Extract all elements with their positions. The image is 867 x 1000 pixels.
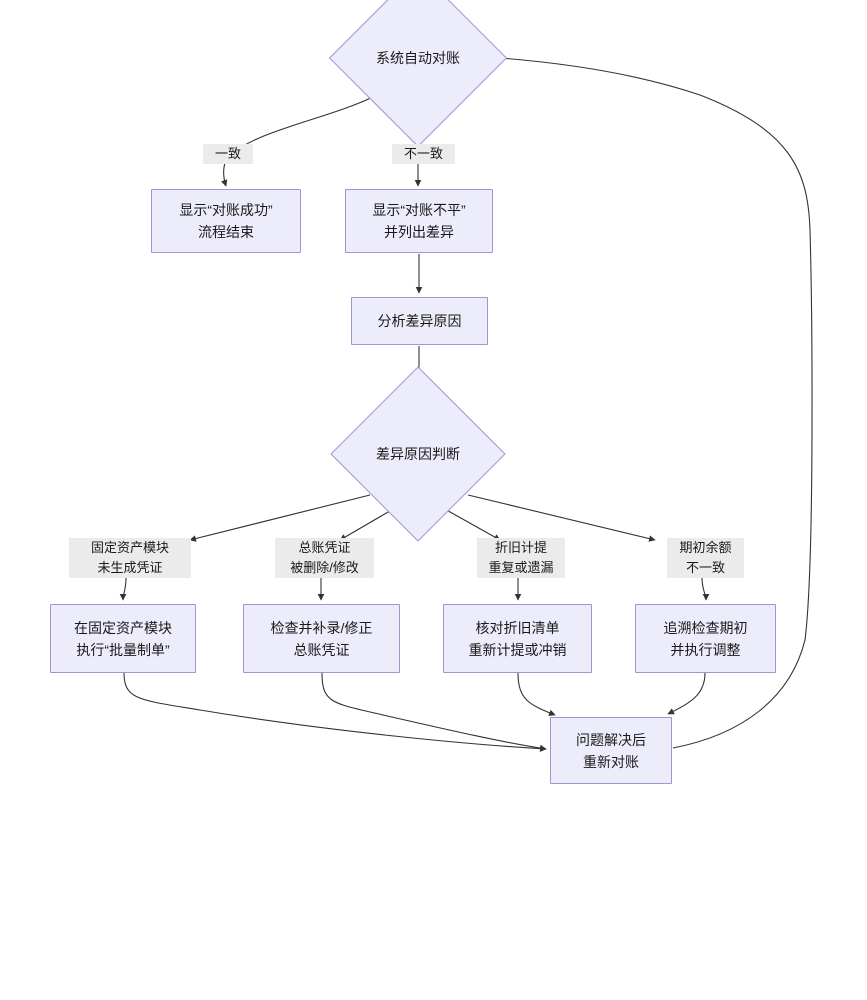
edge-cause-to-branch1 [189, 494, 371, 542]
edge-label-cause1: 固定资产模块 未生成凭证 [69, 538, 191, 578]
edge-label-match: 一致 [203, 144, 253, 164]
edge-label1-to-action1 [119, 577, 127, 601]
edge-cause-to-branch2 [339, 507, 396, 541]
node-branch1-action[interactable]: 在固定资产模块 执行“批量制单” [50, 604, 196, 673]
node-cause-decision-label: 差异原因判断 [376, 446, 460, 462]
node-start-decision[interactable]: 系统自动对账 [328, 0, 508, 148]
edge-label-cause2: 总账凭证 被删除/修改 [275, 538, 374, 578]
node-analyze-label: 分析差异原因 [377, 313, 462, 329]
edge-action4-to-recheck [667, 672, 706, 715]
node-branch3-action-label: 核对折旧清单 重新计提或冲销 [468, 619, 567, 658]
edge-action2-to-recheck [321, 672, 547, 752]
node-analyze[interactable]: 分析差异原因 [351, 297, 488, 345]
node-cause-decision[interactable]: 差异原因判断 [330, 366, 506, 542]
node-branch1-action-label: 在固定资产模块 执行“批量制单” [74, 619, 172, 658]
edge-recheck-to-start [486, 54, 813, 749]
node-mismatch-label: 显示“对账不平” 并列出差异 [372, 202, 466, 240]
edge-label-mismatch: 不一致 [392, 144, 455, 164]
edge-label-cause4: 期初余额 不一致 [667, 538, 744, 578]
node-branch4-action-label: 追溯检查期初 并执行调整 [663, 619, 748, 658]
edge-cause-to-branch4 [467, 494, 656, 542]
node-recheck-label: 问题解决后 重新对账 [576, 731, 646, 770]
edge-action3-to-recheck [517, 672, 556, 716]
node-match-success[interactable]: 显示“对账成功” 流程结束 [151, 189, 301, 253]
node-branch2-action[interactable]: 检查并补录/修正 总账凭证 [243, 604, 400, 673]
node-start-decision-label: 系统自动对账 [376, 50, 460, 66]
node-recheck[interactable]: 问题解决后 重新对账 [550, 717, 672, 784]
edge-label4-to-action4 [701, 577, 710, 601]
node-branch4-action[interactable]: 追溯检查期初 并执行调整 [635, 604, 776, 673]
edge-label-cause3: 折旧计提 重复或遗漏 [477, 538, 565, 578]
node-match-success-label: 显示“对账成功” 流程结束 [179, 202, 273, 240]
edge-action1-to-recheck [123, 672, 547, 752]
edge-cause-to-branch3 [442, 507, 501, 541]
node-mismatch[interactable]: 显示“对账不平” 并列出差异 [345, 189, 493, 253]
node-branch2-action-label: 检查并补录/修正 总账凭证 [270, 619, 373, 658]
node-branch3-action[interactable]: 核对折旧清单 重新计提或冲销 [443, 604, 592, 673]
